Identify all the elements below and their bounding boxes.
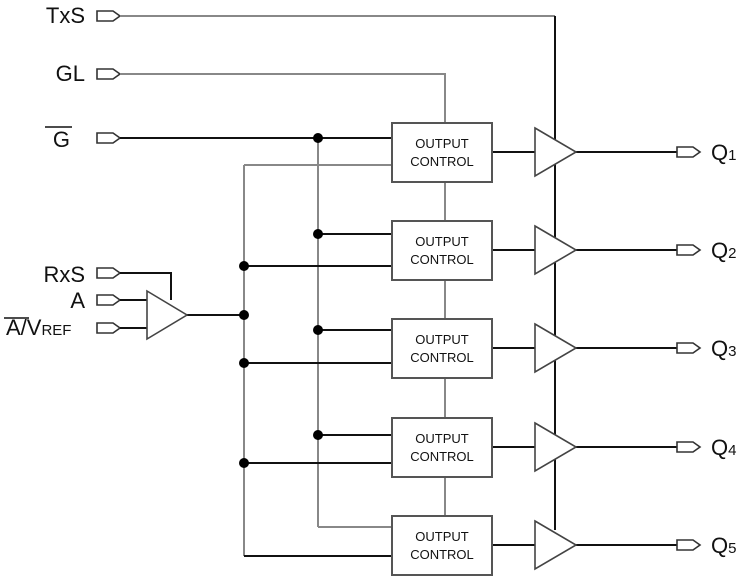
label-a: A: [70, 288, 85, 313]
junction-dot: [313, 430, 323, 440]
junction-dot: [239, 358, 249, 368]
output-control-label: CONTROL: [410, 252, 474, 267]
output-pins: [676, 146, 702, 551]
pin-q1: [676, 146, 702, 158]
output-control-label: CONTROL: [410, 547, 474, 562]
label-rxs: RxS: [43, 262, 85, 287]
junction-dot: [313, 133, 323, 143]
pin-q5: [676, 539, 702, 551]
output-buffer-2: [534, 224, 578, 276]
output-buffer-5: [534, 519, 578, 571]
output-control-label: OUTPUT: [415, 136, 469, 151]
output-control-label: OUTPUT: [415, 431, 469, 446]
output-control-box: [391, 220, 493, 281]
pin-gl: [96, 68, 122, 80]
pin-q3: [676, 342, 702, 354]
output-control-box: [391, 318, 493, 379]
pin-rxs: [96, 267, 122, 279]
pin-a: [96, 294, 122, 306]
junction-dot: [239, 261, 249, 271]
output-control-5: OUTPUT CONTROL: [391, 515, 493, 576]
label-gl: GL: [56, 61, 85, 86]
output-control-label: CONTROL: [410, 350, 474, 365]
input-pins: [96, 10, 122, 334]
junction-dot: [313, 325, 323, 335]
junction-dot: [239, 458, 249, 468]
pin-q4: [676, 441, 702, 453]
output-buffer-1: [534, 126, 578, 178]
output-control-1: OUTPUT CONTROL: [391, 122, 493, 183]
output-buffer-3: [534, 322, 578, 374]
output-buffer-4: [534, 421, 578, 473]
junction-dot: [239, 310, 249, 320]
pin-q2: [676, 244, 702, 256]
output-control-box: [391, 515, 493, 576]
label-q1: Q1: [711, 140, 736, 165]
label-q2: Q2: [711, 238, 736, 263]
label-a-bar-vref: A/VREF: [6, 315, 71, 340]
junctions: [239, 133, 323, 468]
pin-g-bar: [96, 132, 122, 144]
output-control-2: OUTPUT CONTROL: [391, 220, 493, 281]
label-q5: Q5: [711, 533, 736, 558]
junction-dot: [313, 229, 323, 239]
output-control-label: CONTROL: [410, 449, 474, 464]
input-comparator: [146, 289, 189, 341]
label-q4: Q4: [711, 435, 736, 460]
output-control-box: [391, 417, 493, 478]
label-g-bar: G: [53, 127, 70, 152]
label-txs: TxS: [46, 3, 85, 28]
pin-txs: [96, 10, 122, 22]
pin-a-bar-vref: [96, 322, 122, 334]
output-control-label: OUTPUT: [415, 234, 469, 249]
output-control-box: [391, 122, 493, 183]
output-control-label: OUTPUT: [415, 332, 469, 347]
output-control-label: OUTPUT: [415, 529, 469, 544]
output-control-3: OUTPUT CONTROL: [391, 318, 493, 379]
label-q3: Q3: [711, 336, 736, 361]
output-control-label: CONTROL: [410, 154, 474, 169]
output-control-4: OUTPUT CONTROL: [391, 417, 493, 478]
output-buffers: [534, 126, 578, 571]
wires: [120, 15, 677, 557]
